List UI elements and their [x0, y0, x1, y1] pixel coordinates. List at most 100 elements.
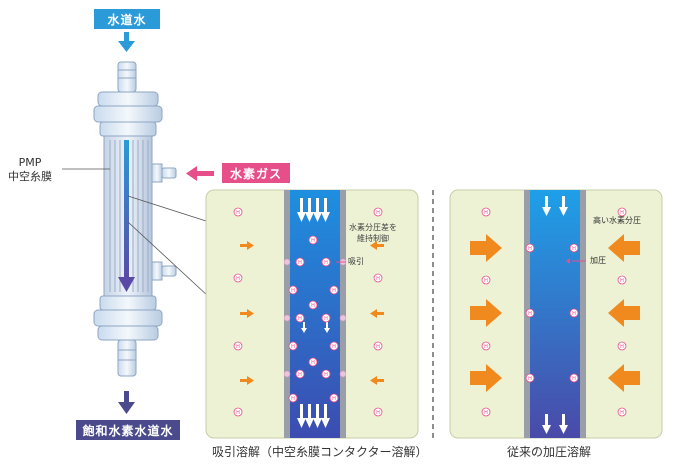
svg-text:H: H [376, 344, 380, 350]
svg-text:H: H [332, 396, 336, 402]
hydrogen-molecule-icon: H [308, 300, 318, 310]
hydrogen-molecule-icon: H [373, 207, 383, 217]
suction-caption: 吸引溶解（中空糸膜コンタクター溶解） [212, 445, 428, 459]
svg-text:H: H [291, 288, 295, 294]
water-in-arrow [118, 32, 135, 52]
hydrogen-molecule-icon: H [617, 407, 627, 417]
hydrogen-molecule-icon: H [569, 373, 579, 383]
svg-text:H: H [528, 311, 532, 317]
hydrogen-molecule-icon: H [295, 257, 305, 267]
flow-arrows-top [297, 198, 330, 222]
hydrogen-molecule-icon: H [617, 275, 627, 285]
pressure-diff-note-line2: 維持制御 [357, 234, 389, 243]
pmp-label-line1: PMP [18, 156, 42, 169]
hydrogen-molecule-icon: H [481, 207, 491, 217]
membrane-module [93, 61, 177, 377]
hydrogen-molecule-icon: H [481, 407, 491, 417]
hydrogen-molecule-icon: H [617, 207, 627, 217]
hydrogen-molecule-icon: H [288, 341, 298, 351]
pressurized-caption: 従来の加圧溶解 [507, 445, 592, 459]
svg-text:H: H [620, 210, 624, 216]
hydrogen-molecule-icon: H [481, 341, 491, 351]
small-pressure-arrows [240, 241, 384, 385]
hydrogen-molecule-icon: H [525, 308, 535, 318]
high-pressure-note: 高い水素分圧 [593, 216, 641, 225]
zoom-line-bottom [127, 221, 209, 297]
svg-text:H: H [484, 410, 488, 416]
svg-text:H: H [236, 210, 240, 216]
svg-text:H: H [572, 246, 576, 252]
svg-text:H: H [291, 344, 295, 350]
svg-text:H: H [311, 360, 315, 366]
pressurized-panel [449, 189, 663, 439]
svg-text:H: H [324, 260, 328, 266]
hydrogen-molecule-icon: H [329, 341, 339, 351]
pmp-label-line2: 中空糸膜 [8, 170, 52, 183]
svg-text:H: H [484, 278, 488, 284]
pmp-membrane-label: PMP 中空糸膜 [8, 156, 52, 184]
hydrogen-molecule-icon: H [373, 341, 383, 351]
svg-text:H: H [572, 376, 576, 382]
hydrogen-molecule-icon: H [525, 373, 535, 383]
hydrogen-molecule-icon: H [308, 235, 318, 245]
hydrogen-molecule-icon: H [288, 285, 298, 295]
hydrogen-molecule-icon: H [329, 393, 339, 403]
hydrogen-molecule-icon: H [233, 341, 243, 351]
hydrogen-in-arrow [186, 166, 214, 181]
svg-text:H: H [376, 210, 380, 216]
svg-text:H: H [620, 410, 624, 416]
water-in-label: 水道水 [94, 9, 160, 29]
saturated-out-arrow [118, 391, 135, 414]
hydrogen-molecule-icon: H [233, 407, 243, 417]
hydrogen-molecule-icon: H [321, 257, 331, 267]
svg-text:H: H [376, 410, 380, 416]
svg-text:H: H [528, 246, 532, 252]
left-hydrogen-molecules: H H H H H H H H H H H H H H H H H H H H H H H [233, 207, 383, 417]
hydrogen-molecule-icon: H [295, 313, 305, 323]
hydrogen-molecule-icon: H [617, 341, 627, 351]
hydrogen-molecule-icon: H [569, 308, 579, 318]
svg-text:H: H [332, 344, 336, 350]
svg-text:H: H [311, 303, 315, 309]
suction-panel [205, 189, 419, 439]
hydrogen-molecule-icon: H [481, 275, 491, 285]
svg-text:H: H [376, 276, 380, 282]
flow-arrows-bottom [297, 404, 330, 428]
svg-text:H: H [236, 276, 240, 282]
svg-text:H: H [572, 311, 576, 317]
hydrogen-molecule-icon: H [308, 357, 318, 367]
svg-text:H: H [291, 396, 295, 402]
hydrogen-molecule-icon: H [233, 273, 243, 283]
hydrogen-gas-label: 水素ガス [222, 163, 290, 183]
svg-text:H: H [311, 238, 315, 244]
pressurize-label: 加圧 [590, 256, 606, 265]
svg-text:H: H [298, 372, 302, 378]
hydrogen-molecule-icon: H [233, 207, 243, 217]
svg-text:H: H [324, 316, 328, 322]
svg-text:H: H [324, 372, 328, 378]
hydrogen-molecule-icon: H [569, 243, 579, 253]
svg-text:H: H [528, 376, 532, 382]
svg-text:H: H [620, 278, 624, 284]
svg-text:H: H [332, 288, 336, 294]
hydrogen-molecule-icon: H [373, 273, 383, 283]
svg-text:H: H [298, 316, 302, 322]
svg-text:H: H [236, 344, 240, 350]
hydrogen-molecule-icon: H [321, 313, 331, 323]
hydrogen-molecule-icon: H [329, 285, 339, 295]
hydrogen-molecule-icon: H [288, 393, 298, 403]
right-hydrogen-molecules: H H H H H H H H H H H H H H [481, 207, 627, 417]
hydrogen-molecule-icon: H [373, 407, 383, 417]
pressure-diff-note: 水素分圧差を 維持制御 [349, 222, 397, 244]
svg-text:H: H [484, 344, 488, 350]
svg-text:H: H [298, 260, 302, 266]
svg-text:H: H [236, 410, 240, 416]
suction-label: 吸引 [348, 257, 364, 266]
saturated-water-label: 飽和水素水道水 [76, 420, 180, 440]
hydrogen-molecule-icon: H [295, 369, 305, 379]
hydrogen-molecule-icon: H [525, 243, 535, 253]
svg-text:H: H [484, 210, 488, 216]
svg-text:H: H [620, 344, 624, 350]
pressure-diff-note-line1: 水素分圧差を [349, 223, 397, 232]
